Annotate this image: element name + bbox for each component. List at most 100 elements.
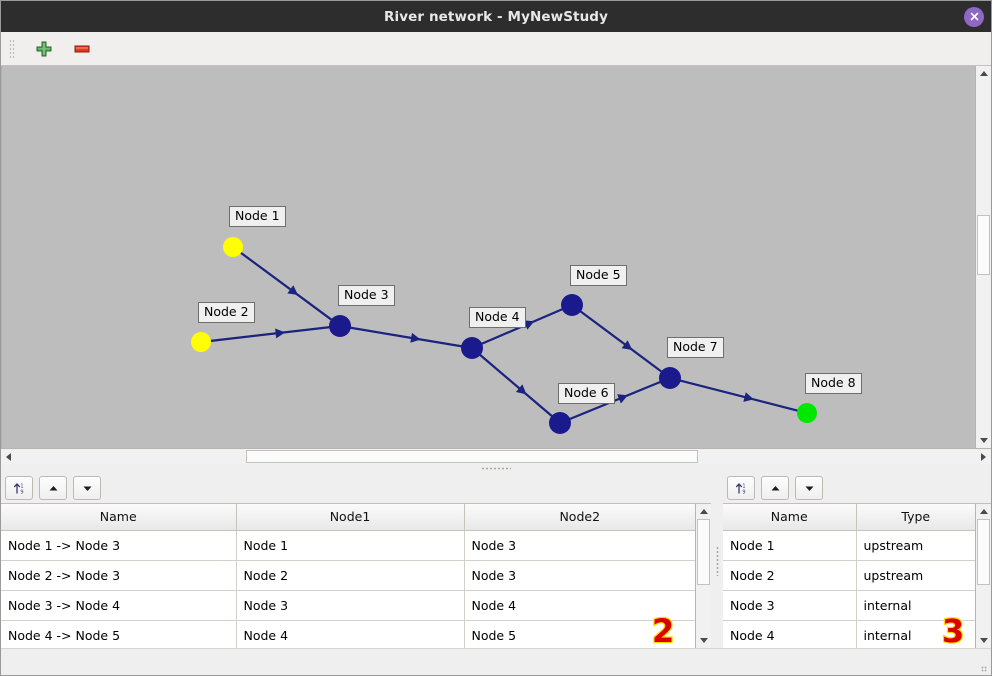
graph-node[interactable]	[191, 332, 211, 352]
table-cell[interactable]: Node 1 -> Node 3	[1, 530, 237, 561]
table-cell[interactable]: Node 2	[723, 560, 857, 591]
column-header[interactable]: Name	[1, 504, 237, 531]
graph-edge[interactable]	[679, 379, 799, 412]
graph-edge[interactable]	[349, 326, 463, 348]
graph-edge[interactable]	[478, 353, 554, 418]
graph-edge[interactable]	[209, 326, 331, 343]
column-header[interactable]: Node1	[236, 504, 465, 531]
graph-edge[interactable]	[568, 380, 662, 421]
graph-node-label[interactable]: Node 4	[469, 307, 526, 329]
column-header[interactable]: Type	[856, 504, 975, 531]
table-cell[interactable]: Node 2	[236, 560, 465, 591]
vscroll-track[interactable]	[976, 81, 991, 433]
table-cell[interactable]: internal	[856, 590, 975, 621]
resize-grip[interactable]	[981, 666, 987, 672]
scroll-up-icon[interactable]	[696, 504, 711, 519]
table-cell[interactable]: Node 4 -> Node 5	[1, 620, 237, 648]
table-cell[interactable]: upstream	[856, 560, 975, 591]
scroll-right-icon[interactable]	[976, 449, 991, 464]
table-cell[interactable]: Node 4	[236, 620, 465, 648]
table-cell[interactable]: Node 1	[236, 530, 465, 561]
sort-icon[interactable]: 1 9	[5, 476, 33, 500]
reach-table-toolbar: 1 9	[1, 473, 711, 503]
graph-node-label[interactable]: Node 8	[805, 373, 862, 395]
graph-node[interactable]	[329, 315, 351, 337]
node-table-scrollbar[interactable]	[975, 503, 991, 648]
scroll-down-icon[interactable]	[976, 433, 991, 448]
move-down-icon[interactable]	[73, 476, 101, 500]
pane-splitter-vertical[interactable]	[711, 473, 723, 648]
edge-arrow-icon	[743, 392, 754, 402]
table-cell[interactable]: Node 3	[464, 560, 695, 591]
table-cell[interactable]: Node 3 -> Node 4	[1, 590, 237, 621]
graph-node-label[interactable]: Node 7	[667, 337, 724, 359]
reach-table-scrollbar[interactable]	[695, 503, 711, 648]
table-cell[interactable]: upstream	[856, 530, 975, 561]
svg-text:1: 1	[742, 483, 745, 489]
graph-node[interactable]	[659, 367, 681, 389]
table-cell[interactable]: Node 5	[464, 620, 695, 648]
graph-node[interactable]	[561, 294, 583, 316]
graph-node-label[interactable]: Node 6	[558, 383, 615, 405]
table-cell[interactable]: Node 3	[236, 590, 465, 621]
splitter-grip	[481, 467, 511, 470]
table-cell[interactable]: internal	[856, 620, 975, 648]
graph-horizontal-scrollbar[interactable]	[1, 448, 991, 464]
graph-node-label[interactable]: Node 1	[229, 206, 286, 228]
network-canvas[interactable]: Node 1 Node 2 Node 3 Node 4 Node 5 Node 6 Node…	[1, 66, 975, 448]
column-header[interactable]: Name	[723, 504, 857, 531]
graph-node[interactable]	[549, 412, 571, 434]
add-node-icon[interactable]	[33, 38, 55, 60]
scroll-down-icon[interactable]	[976, 633, 991, 648]
move-up-icon[interactable]	[39, 476, 67, 500]
table-cell[interactable]: Node 4	[723, 620, 857, 648]
graph-vertical-scrollbar[interactable]	[975, 66, 991, 448]
scroll-down-icon[interactable]	[696, 633, 711, 648]
toolbar-grip[interactable]	[9, 38, 15, 59]
svg-text:1: 1	[20, 483, 23, 489]
scroll-up-icon[interactable]	[976, 66, 991, 81]
close-icon[interactable]	[964, 6, 984, 27]
vscroll-thumb[interactable]	[977, 214, 990, 275]
vscroll-thumb[interactable]	[977, 519, 990, 586]
move-down-icon[interactable]	[795, 476, 823, 500]
graph-node[interactable]	[223, 237, 243, 257]
remove-node-icon[interactable]	[71, 38, 93, 60]
graph-node[interactable]	[797, 403, 817, 423]
vscroll-thumb[interactable]	[697, 519, 710, 586]
hscroll-thumb[interactable]	[246, 450, 698, 463]
graph-node-label[interactable]: Node 3	[338, 285, 395, 307]
vscroll-track[interactable]	[976, 519, 991, 633]
table-cell[interactable]: Node 3	[464, 530, 695, 561]
graph-node-label[interactable]: Node 5	[570, 265, 627, 287]
table-cell[interactable]: Node 4	[464, 590, 695, 621]
edge-arrow-icon	[523, 320, 535, 330]
graph-edge[interactable]	[239, 251, 333, 321]
pane-splitter-horizontal[interactable]	[1, 464, 991, 473]
table-cell[interactable]: Node 2 -> Node 3	[1, 560, 237, 591]
sort-icon[interactable]: 1 9	[727, 476, 755, 500]
scroll-up-icon[interactable]	[976, 504, 991, 519]
graph-edge[interactable]	[579, 310, 663, 373]
hscroll-track[interactable]	[16, 449, 976, 464]
table-cell[interactable]: Node 3	[723, 590, 857, 621]
graph-node-label[interactable]: Node 2	[198, 302, 255, 324]
graph-node[interactable]	[461, 337, 483, 359]
table-cell[interactable]: Node 1	[723, 530, 857, 561]
scroll-left-icon[interactable]	[1, 449, 16, 464]
column-header[interactable]: Node2	[464, 504, 695, 531]
move-up-icon[interactable]	[761, 476, 789, 500]
vscroll-track[interactable]	[696, 519, 711, 633]
